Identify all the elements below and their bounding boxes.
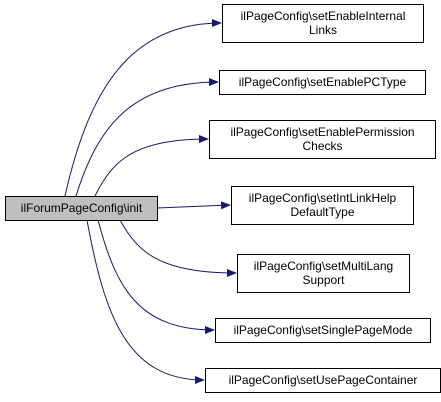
edge-1 <box>64 19 222 197</box>
target-node-5-box <box>237 254 410 293</box>
target-node-1-label-line-2: Links <box>309 23 337 37</box>
target-node-1-box <box>222 4 424 43</box>
target-node-6[interactable]: ilPageConfig\setSinglePageMode <box>215 318 431 343</box>
target-node-4-label-line-2: DefaultType <box>290 205 354 219</box>
source-node-label-line-1: ilForumPageConfig\init <box>21 201 143 215</box>
edge-3 <box>94 135 209 197</box>
target-node-2[interactable]: ilPageConfig\setEnablePCType <box>219 70 426 95</box>
target-node-5-label-line-1: ilPageConfig\setMultiLang <box>254 259 393 273</box>
edges-layer <box>64 19 237 384</box>
target-node-6-box <box>215 318 431 343</box>
nodes-layer: ilForumPageConfig\init ilPageConfig\setEn… <box>5 4 441 393</box>
target-node-2-box <box>219 70 426 95</box>
source-node-box <box>5 196 158 221</box>
edge-4 <box>156 201 231 210</box>
target-node-4-label-line-1: ilPageConfig\setIntLinkHelp <box>249 191 397 205</box>
target-node-3-label-line-2: Checks <box>302 139 342 153</box>
target-node-5-label-line-2: Support <box>302 273 345 287</box>
source-node[interactable]: ilForumPageConfig\init <box>5 196 158 221</box>
target-node-7[interactable]: ilPageConfig\setUsePageContainer <box>205 368 441 393</box>
target-node-6-label-line-1: ilPageConfig\setSinglePageMode <box>234 323 413 337</box>
edge-5 <box>119 219 237 277</box>
target-node-4-box <box>231 186 414 225</box>
target-node-7-label-line-1: ilPageConfig\setUsePageContainer <box>229 373 418 387</box>
edge-7 <box>86 219 205 384</box>
target-node-1-label-line-1: ilPageConfig\setEnableInternal <box>241 9 406 23</box>
target-node-3-box <box>209 120 436 159</box>
edge-6 <box>97 219 215 334</box>
target-node-3-label-line-1: ilPageConfig\setEnablePermission <box>230 125 414 139</box>
target-node-2-label-line-1: ilPageConfig\setEnablePCType <box>239 75 407 89</box>
edge-2 <box>75 78 219 197</box>
